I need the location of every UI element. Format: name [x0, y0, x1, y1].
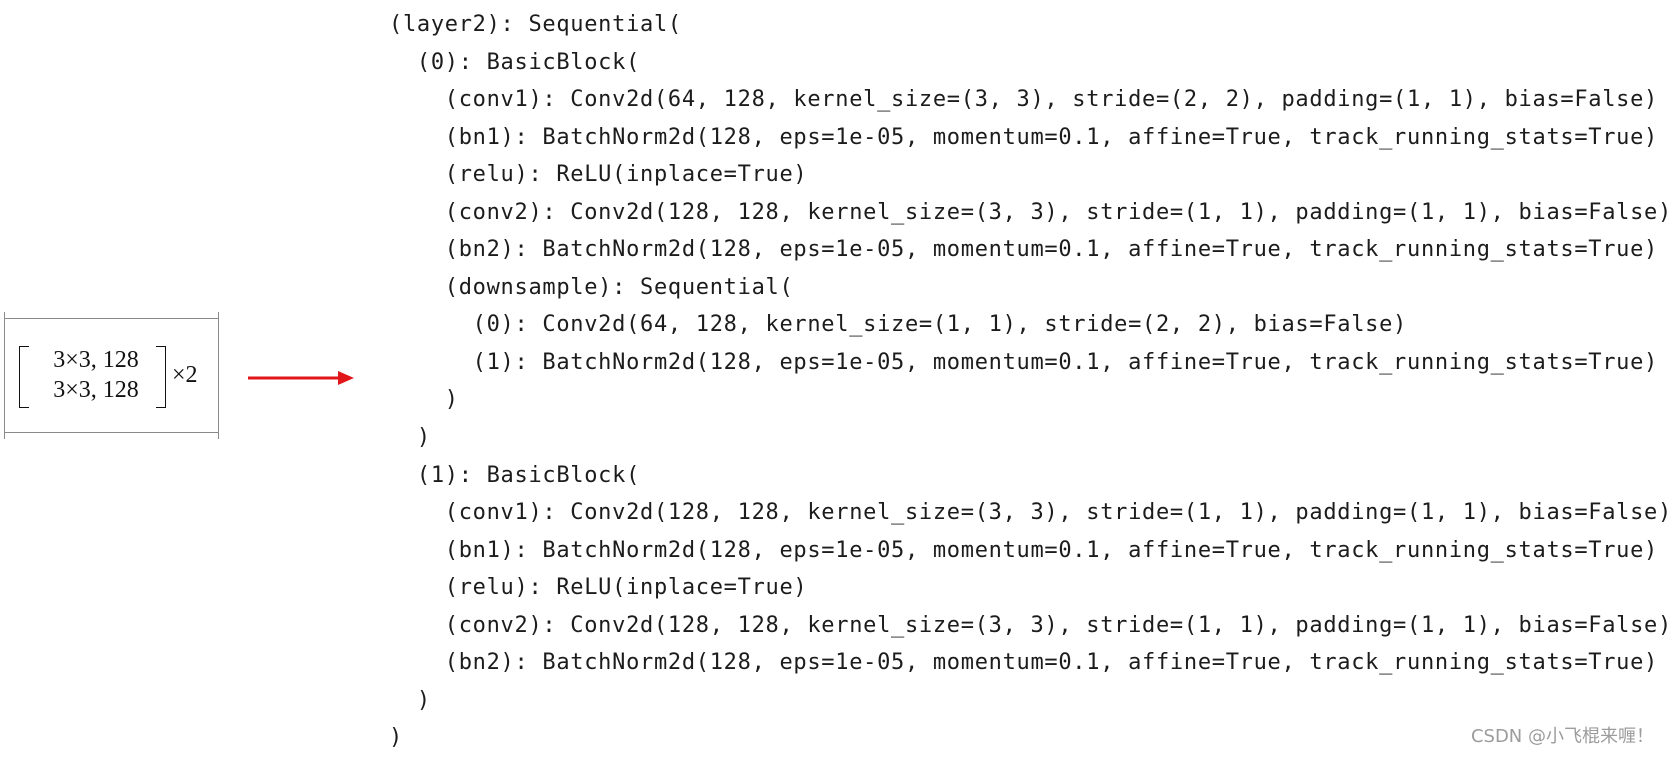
watermark: CSDN @小飞棍来喱！: [1470, 726, 1654, 747]
code-block: (layer2): Sequential( (0): BasicBlock( (…: [389, 6, 1672, 757]
code-line: (conv1): Conv2d(128, 128, kernel_size=(3…: [389, 500, 1672, 526]
code-line: (1): BasicBlock(: [389, 462, 641, 488]
code-line: (0): Conv2d(64, 128, kernel_size=(1, 1),…: [389, 312, 1407, 338]
code-line: (bn2): BatchNorm2d(128, eps=1e-05, momen…: [389, 237, 1659, 263]
code-line: (1): BatchNorm2d(128, eps=1e-05, momentu…: [389, 349, 1659, 375]
code-line: (downsample): Sequential(: [389, 274, 794, 300]
code-line: (relu): ReLU(inplace=True): [389, 575, 808, 601]
code-line: (bn2): BatchNorm2d(128, eps=1e-05, momen…: [389, 650, 1659, 676]
code-line: ): [389, 425, 431, 451]
block-multiplier: ×2: [172, 362, 198, 388]
layer-spec-table: 3×3, 128 3×3, 128 ×2: [4, 312, 219, 439]
code-line: (bn1): BatchNorm2d(128, eps=1e-05, momen…: [389, 124, 1659, 150]
code-line: (layer2): Sequential(: [389, 12, 682, 37]
matrix-row-2: 3×3, 128: [53, 377, 139, 403]
code-line: (conv1): Conv2d(64, 128, kernel_size=(3,…: [389, 87, 1659, 113]
right-arrow-icon: [248, 371, 354, 385]
code-line: (bn1): BatchNorm2d(128, eps=1e-05, momen…: [389, 537, 1659, 563]
table-right-rule: [218, 312, 219, 439]
code-line: (conv2): Conv2d(128, 128, kernel_size=(3…: [389, 612, 1672, 638]
table-left-rule: [4, 312, 5, 439]
matrix-row-1: 3×3, 128: [53, 347, 139, 373]
left-bracket: [19, 346, 29, 408]
code-line: (relu): ReLU(inplace=True): [389, 162, 808, 188]
right-bracket: [156, 346, 166, 408]
code-line: ): [389, 687, 431, 713]
code-line: ): [389, 387, 459, 413]
code-line: (0): BasicBlock(: [389, 49, 641, 75]
code-line: ): [389, 725, 403, 751]
code-line: (conv2): Conv2d(128, 128, kernel_size=(3…: [389, 199, 1672, 225]
